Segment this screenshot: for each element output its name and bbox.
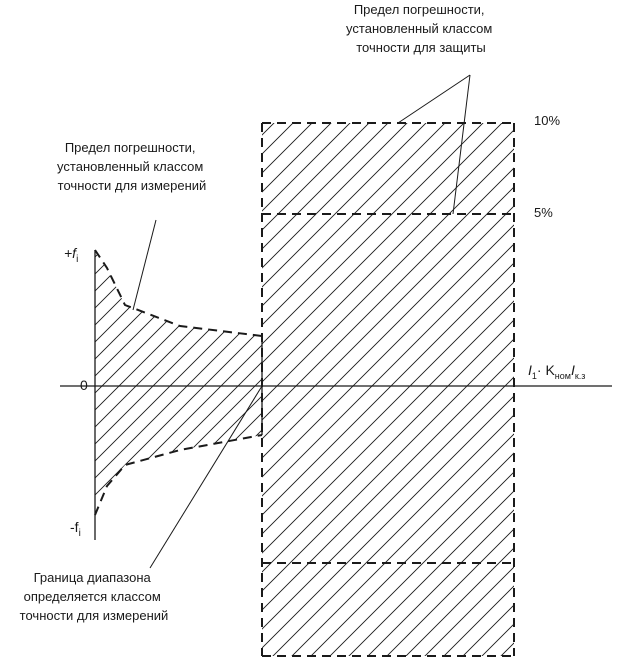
hatch-line: [291, 433, 514, 656]
hatch-line: [262, 262, 514, 516]
hatch-line: [188, 250, 262, 515]
hatch-line: [95, 250, 108, 515]
protection-leader-1: [397, 74, 471, 124]
hatch-line: [95, 250, 210, 515]
level-10-percent-label: 10%: [534, 113, 560, 128]
hatch-line: [262, 123, 427, 288]
hatch-line: [262, 123, 389, 250]
hatch-line: [405, 547, 514, 656]
hatch-line: [310, 452, 514, 656]
hatch-line: [262, 319, 514, 573]
hatch-line: [272, 414, 514, 656]
hatch-line: [262, 281, 514, 535]
hatch-line: [0, 245, 90, 520]
range-boundary-label: Граница диапазона определяется классом т…: [20, 570, 169, 623]
hatch-line: [262, 376, 514, 630]
hatch-line: [95, 250, 261, 515]
hatch-line: [154, 250, 262, 515]
hatch-line: [262, 123, 465, 326]
hatch-line: [262, 129, 514, 383]
hatch-line: [222, 250, 262, 515]
hatch-line: [262, 224, 514, 478]
level-5-percent-label: 5%: [534, 205, 553, 220]
hatch-line: [262, 123, 370, 231]
hatch-line: [262, 123, 484, 345]
hatch-line: [462, 604, 514, 656]
hatch-line: [262, 123, 503, 364]
hatch-line: [262, 167, 514, 421]
hatch-line: [262, 123, 446, 307]
range-boundary-leader: [149, 385, 263, 569]
hatch-line: [95, 250, 262, 515]
hatch-line: [424, 566, 514, 656]
hatch-line: [516, 120, 635, 659]
hatch-line: [262, 338, 514, 592]
hatch-line: [262, 123, 351, 212]
hatch-line: [262, 395, 514, 649]
protection-limit-label: Предел погрешности, установленный классо…: [346, 2, 496, 55]
hatch-line: [262, 243, 514, 497]
hatch-line: [95, 250, 159, 515]
hatch-line: [95, 250, 142, 515]
hatch-line: [262, 186, 514, 440]
zero-label: 0: [80, 377, 88, 393]
hatch-line: [95, 250, 193, 515]
hatch-line: [171, 250, 262, 515]
x-axis-label: I1· KномIк.з: [528, 362, 585, 381]
hatch-line: [500, 642, 514, 656]
hatch-line: [262, 300, 514, 554]
plus-f-label: +fi: [64, 245, 78, 265]
measurement-leader: [132, 219, 157, 311]
hatch-line: [95, 250, 262, 515]
hatch-line: [348, 490, 514, 656]
hatch-line: [262, 205, 514, 459]
hatch-line: [137, 250, 262, 515]
protection-leader-2: [452, 74, 471, 215]
measurement-upper-limit-curve: [94, 249, 263, 337]
hatch-line: [95, 250, 262, 515]
minus-f-label: -fi: [70, 519, 81, 539]
hatch-line: [95, 250, 262, 515]
hatch-line: [443, 585, 514, 656]
hatch-line: [262, 357, 514, 611]
hatch-line: [95, 250, 227, 515]
hatch-line: [95, 250, 244, 515]
measurement-limit-label: Предел погрешности, установленный классо…: [57, 140, 207, 193]
hatch-line: [386, 528, 514, 656]
hatch-line: [367, 509, 514, 656]
hatch-line: [95, 250, 262, 515]
hatch-line: [205, 250, 262, 515]
measurement-lower-limit-curve: [94, 434, 263, 516]
hatch-line: [262, 123, 408, 269]
hatch-line: [329, 471, 514, 656]
